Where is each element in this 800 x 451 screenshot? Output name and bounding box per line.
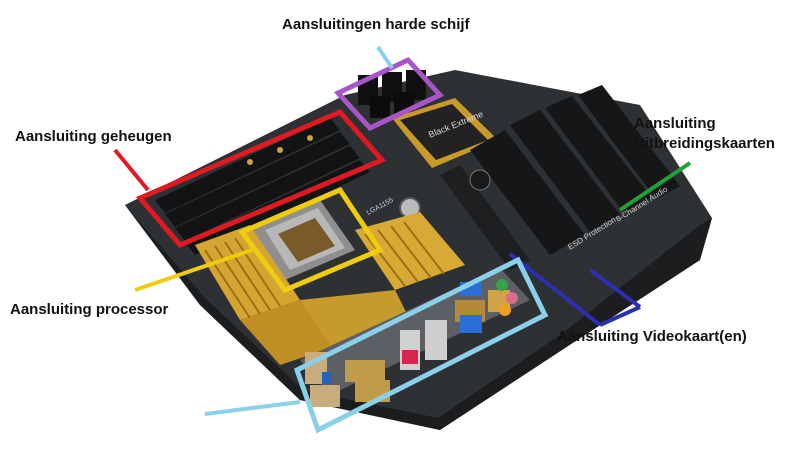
vrm-heatsinks xyxy=(195,212,465,365)
cpu-socket xyxy=(252,197,421,280)
io-marker xyxy=(204,256,549,434)
sata-connectors xyxy=(358,70,426,118)
video-marker xyxy=(508,252,642,327)
label-video: Aansluiting Videokaart(en) xyxy=(557,328,747,345)
chipset-heatsink: Black Extreme xyxy=(392,98,498,168)
rear-io-panel xyxy=(300,268,530,407)
label-expansion-line2: Uitbreidingskaarten xyxy=(634,135,775,152)
label-expansion-line1: Aansluiting xyxy=(634,115,716,132)
label-memory: Aansluiting geheugen xyxy=(15,128,172,145)
expansion-marker xyxy=(618,161,692,212)
processor-marker xyxy=(134,186,384,294)
motherboard-pcb-edge xyxy=(125,205,712,430)
hard-drive-marker xyxy=(333,45,445,132)
memory-marker xyxy=(113,108,387,249)
label-hard-drive: Aansluitingen harde schijf xyxy=(282,16,470,33)
pcie-slots xyxy=(440,85,680,270)
label-processor: Aansluiting processor xyxy=(10,301,169,318)
